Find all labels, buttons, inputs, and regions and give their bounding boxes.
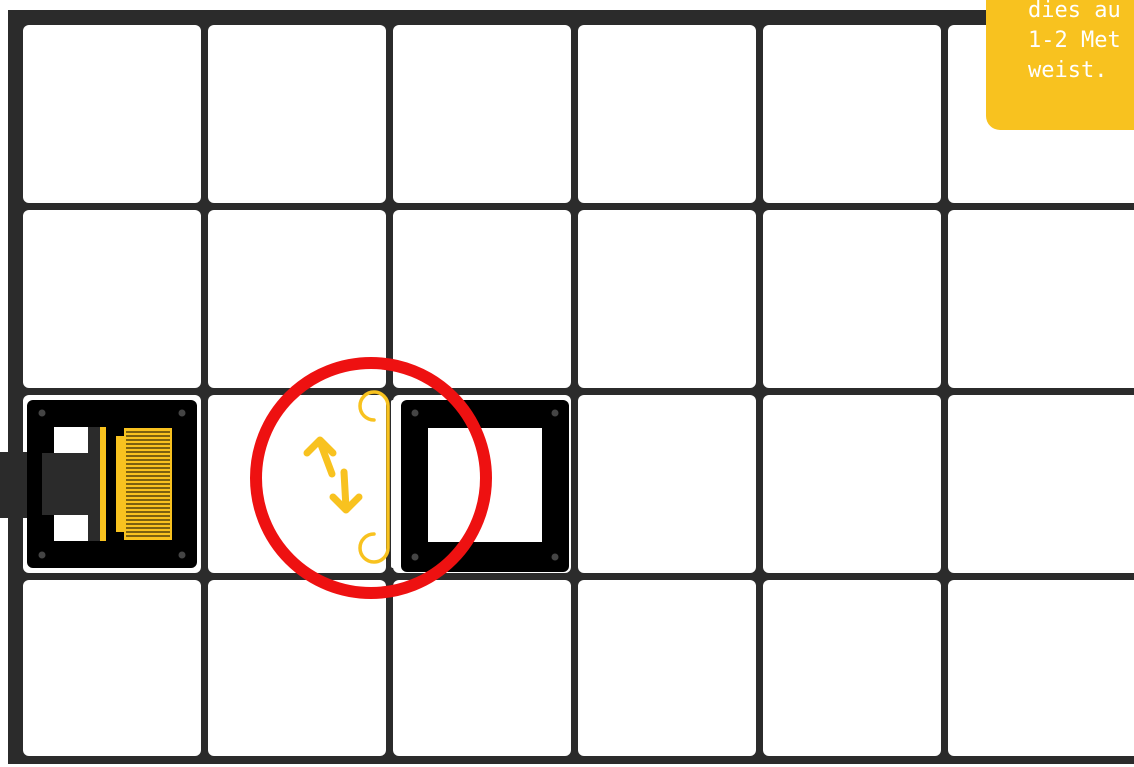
gripper-module-icon <box>0 400 197 568</box>
swap-arrows-icon <box>307 440 359 510</box>
connector-clip-icon <box>360 392 393 566</box>
